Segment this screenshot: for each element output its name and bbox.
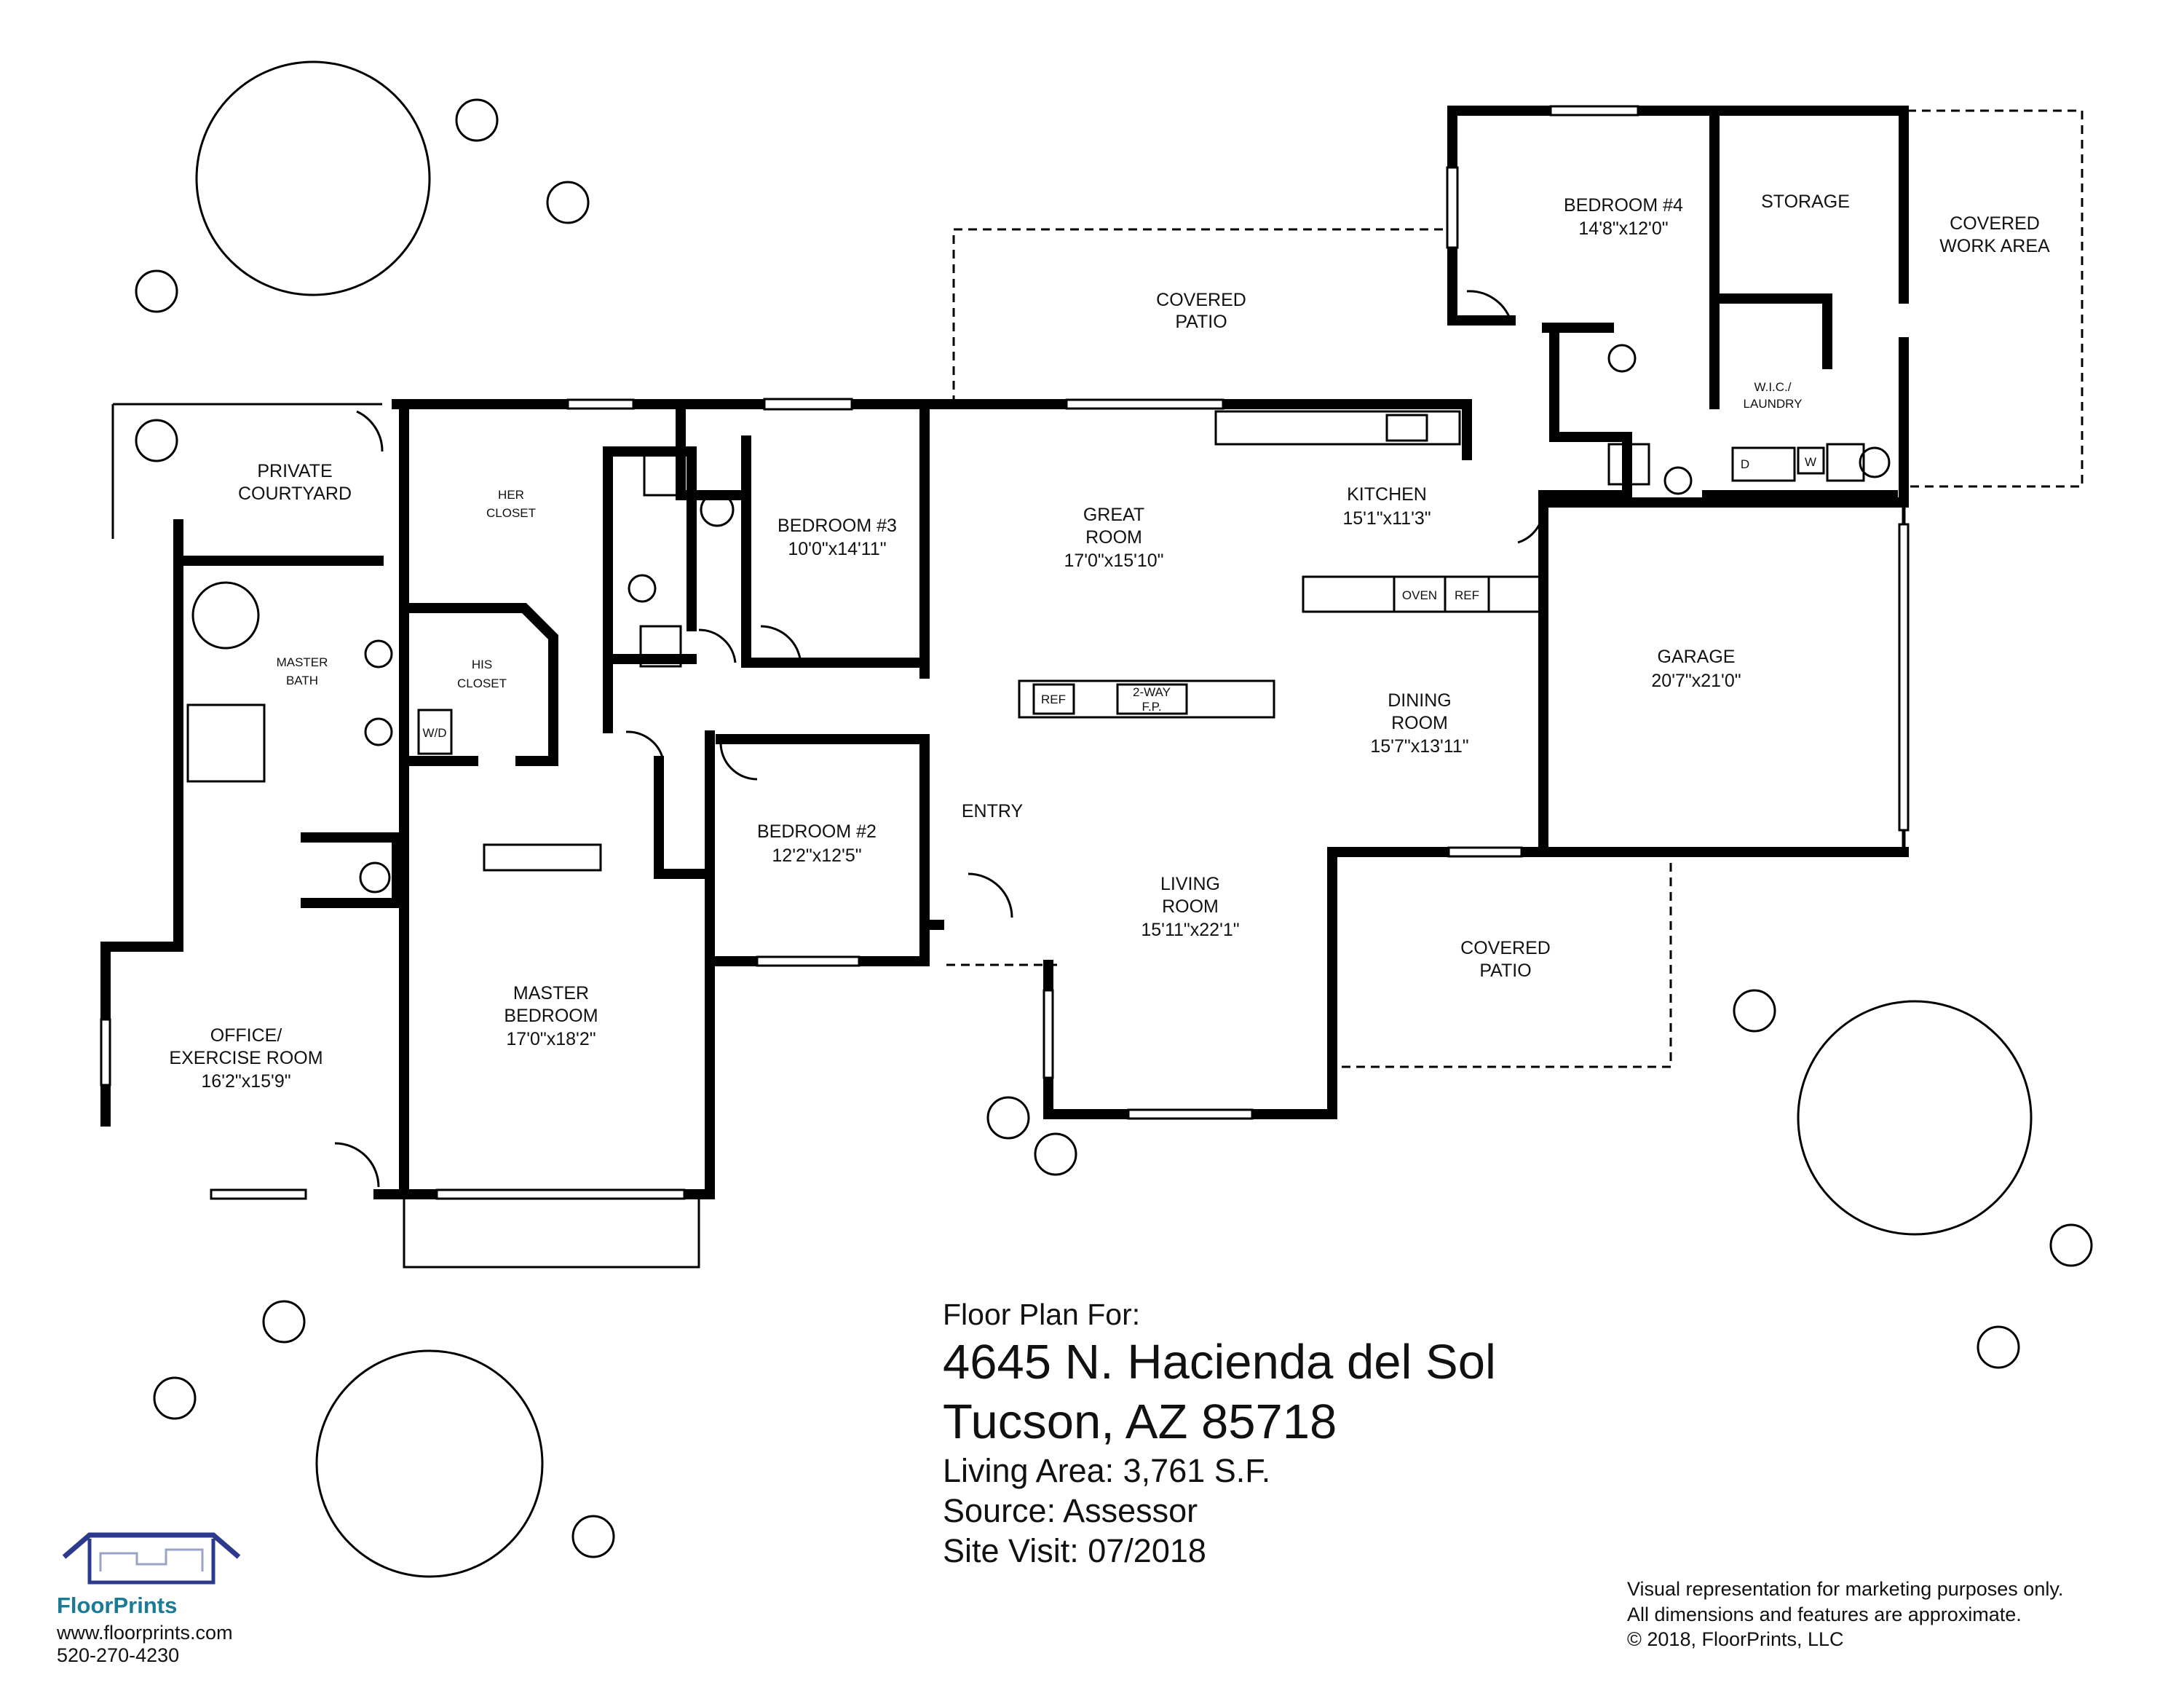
svg-text:BATH: BATH: [286, 674, 318, 687]
label-great-room: GREAT: [1083, 505, 1144, 525]
svg-text:17'0"x18'2": 17'0"x18'2": [506, 1029, 596, 1049]
fixture-labels: OVEN REF REF 2-WAY F.P. D W W/D: [422, 455, 1816, 740]
plan-info: Floor Plan For: 4645 N. Hacienda del Sol…: [943, 1296, 1496, 1571]
label-bedroom-3: BEDROOM #3: [778, 516, 897, 536]
info-city: Tucson, AZ 85718: [943, 1394, 1337, 1449]
shrub-icon: [2049, 1223, 2093, 1267]
label-storage: STORAGE: [1761, 192, 1850, 212]
label-wd: W/D: [422, 726, 446, 740]
shrub-icon: [1034, 1132, 1077, 1176]
walls: [100, 106, 1909, 1199]
svg-text:ROOM: ROOM: [1391, 713, 1448, 733]
label-dining-room: DINING: [1388, 690, 1452, 711]
fixtures: [186, 344, 1891, 894]
info-living-area: Living Area: 3,761 S.F.: [943, 1452, 1271, 1490]
svg-text:PATIO: PATIO: [1479, 961, 1531, 981]
svg-text:WORK AREA: WORK AREA: [1939, 236, 2050, 256]
label-bedroom-2: BEDROOM #2: [757, 821, 877, 842]
label-covered-patio-north: COVERED: [1156, 290, 1246, 310]
brand-phone: 520-270-4230: [57, 1644, 180, 1666]
label-master-bedroom: MASTER: [513, 983, 589, 1003]
trees: [135, 60, 2093, 1578]
label-living-room: LIVING: [1160, 874, 1220, 894]
shrub-icon: [1977, 1325, 2020, 1369]
svg-text:PATIO: PATIO: [1175, 312, 1227, 332]
svg-text:EXERCISE ROOM: EXERCISE ROOM: [169, 1048, 323, 1068]
tree-icon: [315, 1349, 544, 1578]
svg-text:17'0"x15'10": 17'0"x15'10": [1064, 551, 1163, 571]
shrub-icon: [135, 269, 178, 313]
brand: FloorPrints www.floorprints.com 520-270-…: [57, 1528, 261, 1667]
tree-icon: [1797, 1000, 2033, 1236]
label-ref-island: REF: [1041, 693, 1066, 706]
svg-text:CLOSET: CLOSET: [486, 506, 536, 520]
svg-text:COURTYARD: COURTYARD: [238, 484, 352, 504]
label-covered-work-area: COVERED: [1950, 213, 2040, 234]
windows: [100, 105, 1910, 1200]
brand-website[interactable]: www.floorprints.com: [57, 1622, 233, 1644]
svg-text:15'7"x13'11": 15'7"x13'11": [1370, 736, 1468, 757]
svg-text:15'1"x11'3": 15'1"x11'3": [1342, 508, 1431, 529]
svg-text:F.P.: F.P.: [1142, 700, 1161, 714]
label-dryer: D: [1741, 457, 1749, 471]
floorprints-logo-icon: [62, 1532, 241, 1585]
label-office: OFFICE/: [210, 1025, 282, 1046]
label-wic-laundry: W.I.C./: [1754, 380, 1792, 394]
label-garage: GARAGE: [1658, 647, 1736, 667]
shrub-icon: [571, 1515, 615, 1558]
label-fireplace: 2-WAY: [1133, 685, 1171, 699]
label-private-courtyard: PRIVATE: [257, 461, 332, 481]
shrub-icon: [1733, 989, 1776, 1033]
info-source: Source: Assessor: [943, 1492, 1198, 1530]
svg-text:16'2"x15'9": 16'2"x15'9": [201, 1071, 290, 1092]
brand-name: FloorPrints: [57, 1593, 178, 1618]
label-washer: W: [1805, 455, 1816, 469]
disclaimer: Visual representation for marketing purp…: [1627, 1578, 2064, 1651]
svg-text:LAUNDRY: LAUNDRY: [1744, 397, 1803, 411]
svg-text:ROOM: ROOM: [1162, 896, 1219, 917]
svg-text:10'0"x14'11": 10'0"x14'11": [788, 539, 886, 559]
label-kitchen: KITCHEN: [1347, 484, 1427, 505]
svg-text:14'8"x12'0": 14'8"x12'0": [1578, 218, 1668, 239]
room-labels: COVERED PATIO BEDROOM #4 14'8"x12'0" STO…: [169, 192, 2050, 1092]
svg-text:20'7"x21'0": 20'7"x21'0": [1651, 671, 1741, 691]
svg-text:BEDROOM: BEDROOM: [504, 1006, 598, 1026]
label-covered-patio-south: COVERED: [1460, 938, 1551, 958]
label-bedroom-4: BEDROOM #4: [1564, 195, 1683, 216]
label-her-closet: HER: [498, 488, 524, 502]
shrub-icon: [262, 1300, 306, 1344]
label-master-bath: MASTER: [277, 655, 328, 669]
label-ref: REF: [1455, 588, 1479, 602]
label-entry: ENTRY: [962, 801, 1024, 821]
tree-icon: [195, 60, 431, 296]
shrub-icon: [546, 181, 590, 224]
info-site-visit: Site Visit: 07/2018: [943, 1532, 1206, 1570]
svg-text:CLOSET: CLOSET: [457, 677, 507, 690]
shrub-icon: [135, 419, 178, 462]
label-his-closet: HIS: [472, 658, 492, 671]
shrub-icon: [153, 1376, 197, 1420]
info-street: 4645 N. Hacienda del Sol: [943, 1335, 1496, 1390]
label-oven: OVEN: [1402, 588, 1437, 602]
shrub-icon: [455, 98, 499, 142]
shrub-icon: [986, 1096, 1030, 1140]
info-label: Floor Plan For:: [943, 1298, 1141, 1331]
svg-text:15'11"x22'1": 15'11"x22'1": [1141, 920, 1239, 940]
svg-text:ROOM: ROOM: [1085, 527, 1142, 548]
svg-text:12'2"x12'5": 12'2"x12'5": [772, 845, 861, 866]
doors: [334, 290, 1545, 1188]
